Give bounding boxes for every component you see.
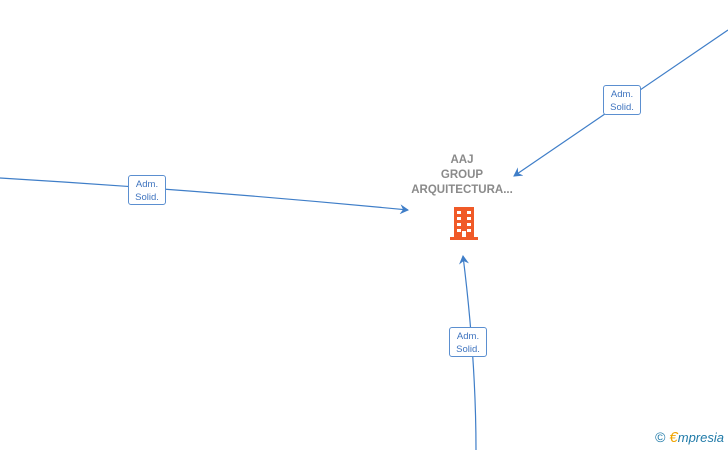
edge-label-role-type: Solid. bbox=[610, 102, 634, 113]
edge-label-role: Adm. bbox=[456, 331, 480, 342]
edge-label-left[interactable]: Adm. Solid. bbox=[128, 175, 166, 205]
company-name-line-1: AAJ bbox=[450, 154, 474, 166]
company-name-line-2: GROUP bbox=[440, 169, 484, 181]
edge-label-role-type: Solid. bbox=[456, 344, 480, 355]
building-icon[interactable] bbox=[448, 206, 480, 240]
company-name-line-3: ARQUITECTURA... bbox=[411, 184, 513, 196]
edge-label-role-type: Solid. bbox=[135, 192, 159, 203]
edge-line-left bbox=[0, 177, 409, 215]
edge-label-top-right[interactable]: Adm. Solid. bbox=[603, 85, 641, 115]
copyright-icon: © bbox=[655, 429, 666, 445]
edge-label-role: Adm. bbox=[610, 89, 634, 100]
brand-logo-text: mpresia bbox=[677, 430, 724, 445]
edge-label-bottom[interactable]: Adm. Solid. bbox=[449, 327, 487, 357]
brand-logo-initial: € bbox=[669, 429, 678, 446]
edge-label-role: Adm. bbox=[135, 179, 159, 190]
company-node-label[interactable]: AAJ GROUP ARQUITECTURA... bbox=[402, 153, 522, 198]
footer-brand[interactable]: ©€mpresia bbox=[655, 429, 724, 446]
